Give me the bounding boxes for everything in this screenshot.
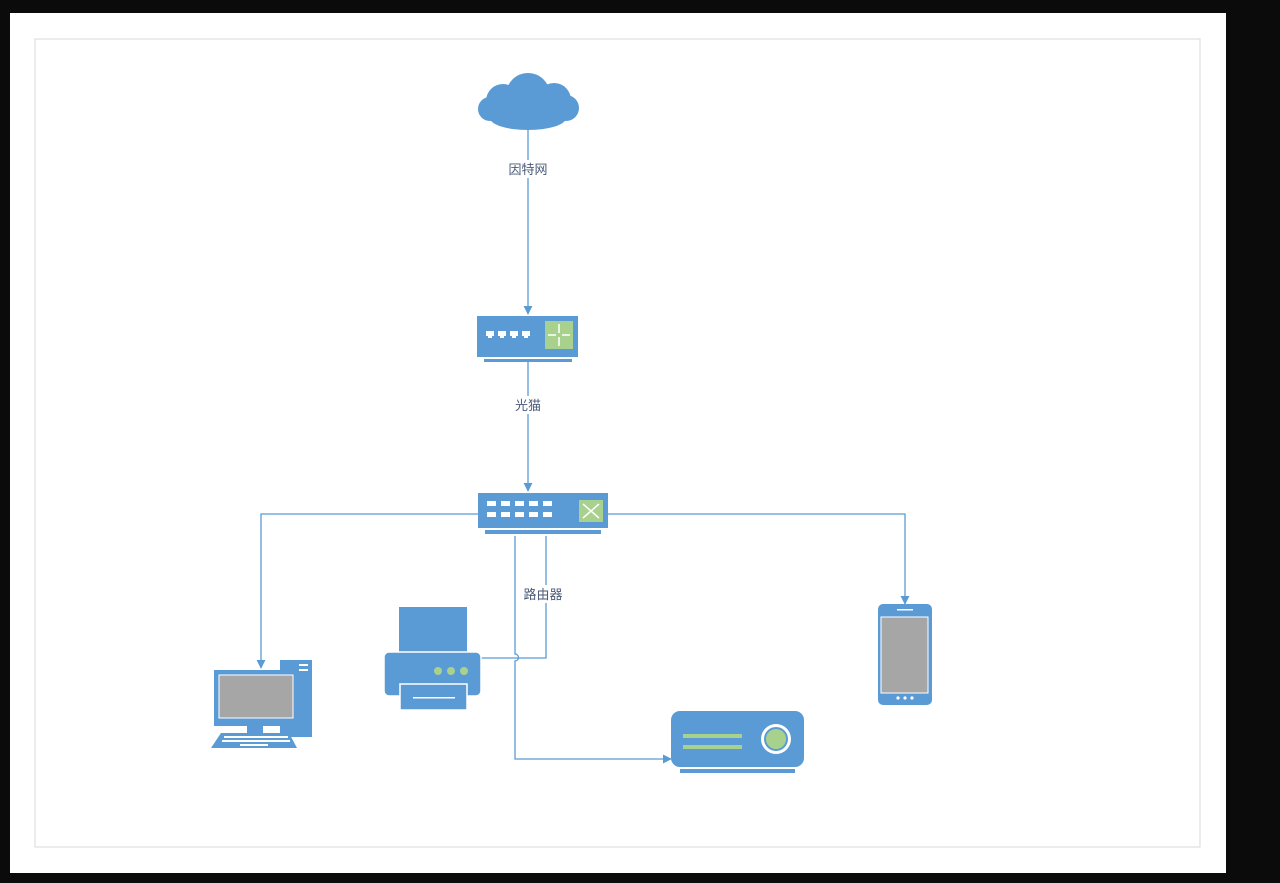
page-sheet <box>10 13 1226 873</box>
projector-icon[interactable] <box>671 711 804 773</box>
label-bg-router <box>518 585 568 603</box>
router-switch-icon[interactable] <box>478 493 608 534</box>
smartphone-icon[interactable] <box>878 604 932 705</box>
connectors <box>256 128 910 764</box>
label-router: 路由器 <box>523 587 562 603</box>
connector-router-printer[interactable] <box>481 536 547 659</box>
label-bg-modem <box>510 396 546 414</box>
connector-router-desktop[interactable] <box>256 513 478 669</box>
desktop-computer-icon[interactable] <box>211 660 312 748</box>
label-modem: 光猫 <box>515 399 541 414</box>
page-border <box>34 38 1201 848</box>
modem-icon[interactable] <box>477 316 578 362</box>
cloud-icon[interactable] <box>478 73 579 130</box>
connector-router-phone[interactable] <box>608 513 910 605</box>
printer-icon[interactable] <box>383 607 482 711</box>
label-bg-internet <box>504 160 552 178</box>
connector-router-projector[interactable] <box>514 536 672 764</box>
label-internet: 因特网 <box>508 163 547 178</box>
